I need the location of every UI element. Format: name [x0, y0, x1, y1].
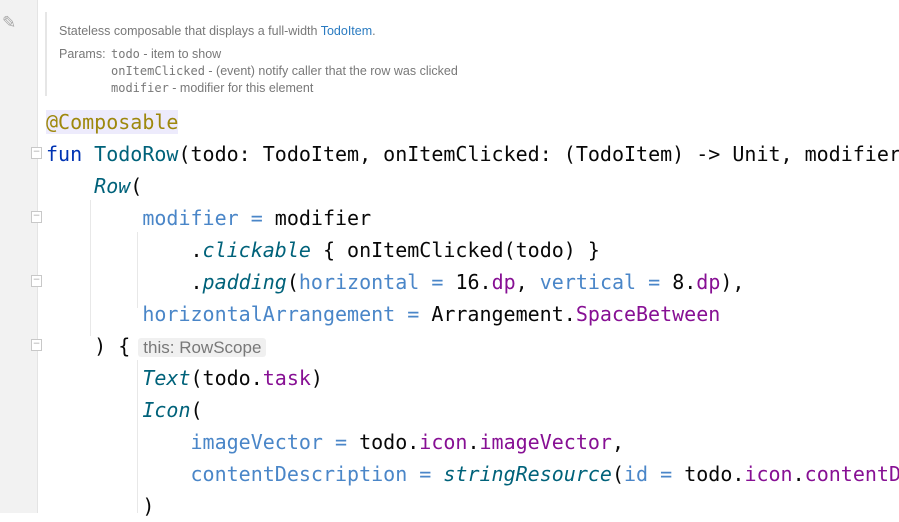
code-token — [46, 430, 191, 454]
code-line[interactable]: fun TodoRow(todo: TodoItem, onItemClicke… — [46, 138, 899, 170]
param-name: todo — [111, 47, 140, 61]
code-token: id = — [624, 462, 685, 486]
code-token — [46, 398, 142, 422]
doc-summary: Stateless composable that displays a ful… — [59, 24, 376, 38]
code-token: ( — [286, 270, 299, 294]
code-token — [46, 462, 191, 486]
code-token: , — [515, 270, 540, 294]
code-line[interactable]: horizontalArrangement = Arrangement.Spac… — [46, 298, 899, 330]
code-token: horizontal = — [298, 270, 456, 294]
param-modifier: modifier - modifier for this element — [111, 81, 313, 95]
code-token: todo. — [684, 462, 745, 486]
code-token: dp — [696, 270, 721, 294]
doc-summary-suffix: . — [372, 24, 376, 38]
code-token: todo. — [359, 430, 420, 454]
code-line[interactable]: contentDescription = stringResource(id =… — [46, 458, 899, 490]
indent-guide — [90, 200, 91, 336]
fold-marker-icon[interactable]: − — [31, 339, 42, 351]
code-token: { onItemClicked(todo) } — [310, 238, 600, 262]
code-token: ), — [720, 270, 745, 294]
code-line[interactable]: .padding(horizontal = 16.dp, vertical = … — [46, 266, 899, 298]
code-token: fun — [46, 142, 95, 166]
code-token: modifier = — [142, 206, 275, 230]
indent-guide — [137, 232, 138, 308]
rendered-doc-comment: Stateless composable that displays a ful… — [45, 12, 659, 96]
param-name: onItemClicked — [111, 64, 205, 78]
code-token: 16. — [455, 270, 492, 294]
code-token: ) { — [46, 334, 131, 358]
fold-marker-icon[interactable]: − — [31, 211, 42, 223]
code-token: . — [792, 462, 805, 486]
param-todo: todo - item to show — [111, 47, 221, 61]
code-token: . — [46, 270, 203, 294]
code-token: ( — [190, 398, 203, 422]
code-token: contentDe — [804, 462, 899, 486]
code-line[interactable]: imageVector = todo.icon.imageVector, — [46, 426, 899, 458]
doc-summary-text: Stateless composable that displays a ful… — [59, 24, 321, 38]
code-token: Arrangement. — [431, 302, 576, 326]
code-token: contentDescription = — [190, 462, 444, 486]
code-token — [46, 302, 142, 326]
code-token: Icon — [142, 398, 191, 422]
param-name: modifier — [111, 81, 169, 95]
fold-marker-icon[interactable]: − — [31, 147, 42, 159]
code-token: icon — [419, 430, 468, 454]
code-line[interactable]: ) — [46, 490, 899, 522]
code-token: ) — [46, 494, 155, 518]
param-desc: - (event) notify caller that the row was… — [204, 64, 458, 78]
code-token: SpaceBetween — [575, 302, 721, 326]
code-token: vertical = — [539, 270, 673, 294]
code-editor[interactable]: @Composable fun TodoRow(todo: TodoItem, o… — [46, 106, 899, 522]
pencil-edit-icon[interactable]: ✎ — [2, 13, 17, 33]
code-token: ( — [611, 462, 624, 486]
param-desc: - item to show — [139, 47, 222, 61]
editor-gutter: ✎ — [0, 0, 38, 513]
code-token — [46, 206, 142, 230]
code-token: modifier — [274, 206, 372, 230]
code-token: imageVector = — [190, 430, 360, 454]
code-line[interactable]: Icon( — [46, 394, 899, 426]
code-line[interactable]: @Composable — [46, 106, 899, 138]
inlay-hint: this: RowScope — [138, 338, 267, 357]
code-token: icon — [744, 462, 793, 486]
code-token: clickable — [202, 238, 311, 262]
indent-guide — [137, 360, 138, 513]
todoitem-link[interactable]: TodoItem — [320, 24, 373, 38]
code-token — [46, 366, 142, 390]
code-token: dp — [491, 270, 516, 294]
code-token: , — [611, 430, 625, 454]
code-token: @Composable — [46, 110, 179, 134]
code-token: imageVector — [479, 430, 612, 454]
code-token: TodoRow — [94, 142, 179, 166]
code-line[interactable]: Row( — [46, 170, 899, 202]
code-token — [46, 174, 94, 198]
code-token: . — [467, 430, 480, 454]
code-token: . — [46, 238, 203, 262]
param-desc: - modifier for this element — [168, 81, 314, 95]
code-token: horizontalArrangement = — [142, 302, 432, 326]
code-token: Text — [142, 366, 191, 390]
param-onitemclicked: onItemClicked - (event) notify caller th… — [111, 64, 458, 78]
fold-end-marker-icon[interactable]: − — [31, 275, 42, 287]
code-token: padding — [202, 270, 287, 294]
code-token: ) — [310, 366, 323, 390]
code-token: task — [262, 366, 311, 390]
code-token: stringResource — [443, 462, 612, 486]
code-token: (todo: TodoItem, onItemClicked: (TodoIte… — [178, 142, 899, 166]
code-token: 8. — [672, 270, 697, 294]
code-line[interactable]: .clickable { onItemClicked(todo) } — [46, 234, 899, 266]
code-line[interactable]: ) { this: RowScope — [46, 330, 899, 362]
code-line[interactable]: Text(todo.task) — [46, 362, 899, 394]
code-line[interactable]: modifier = modifier — [46, 202, 899, 234]
code-token: ( — [130, 174, 143, 198]
code-token: Row — [94, 174, 131, 198]
code-token: (todo. — [190, 366, 263, 390]
params-label: Params: — [59, 47, 106, 61]
